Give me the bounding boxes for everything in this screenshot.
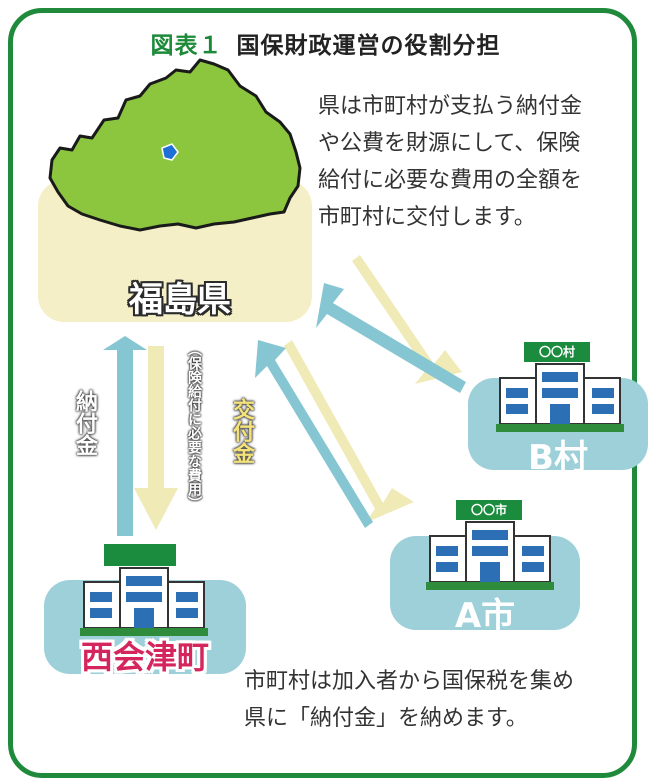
figure-number: 図表１: [150, 33, 223, 59]
figure-title: 図表１ 国保財政運営の役割分担: [0, 26, 651, 60]
lake-icon: [161, 143, 179, 161]
town-sign-label-a: 〇〇市: [470, 503, 507, 517]
arrow-grant-a: [284, 340, 414, 523]
town-building-a: [425, 521, 555, 591]
figure-heading: 国保財政運営の役割分担: [236, 33, 501, 59]
prefecture-map: [48, 58, 302, 232]
top-description: 県は市町村が支払う納付金 や公費を財源にして、保険 給付に必要な費用の全額を 市…: [318, 94, 583, 230]
payment-label: 納付金: [72, 390, 97, 456]
grant-note: （保険給付に必要な費用）: [186, 342, 202, 510]
town-sign-nishiaizu: [104, 544, 176, 566]
arrow-payment-a: [255, 340, 373, 528]
town-sign-label-b: 〇〇村: [538, 345, 575, 359]
town-name-b: B村: [528, 438, 588, 478]
arrow-payment-up: [103, 336, 147, 536]
prefecture-label: 福島県: [129, 280, 231, 320]
grant-label: 交付金: [229, 398, 254, 464]
arrow-grant-down: [134, 346, 178, 530]
town-name-nishiaizu: 西会津町: [80, 638, 209, 676]
town-building-b: [495, 363, 625, 433]
arrow-payment-b: [316, 283, 466, 393]
town-sign-a: [456, 500, 522, 520]
bottom-description: 市町村は加入者から国保税を集め 県に「納付金」を納めます。: [244, 669, 575, 731]
town-name-a: A市: [454, 596, 516, 636]
arrow-grant-b: [352, 255, 462, 384]
town-building-nishiaizu: [79, 567, 209, 637]
town-sign-b: [524, 342, 590, 362]
